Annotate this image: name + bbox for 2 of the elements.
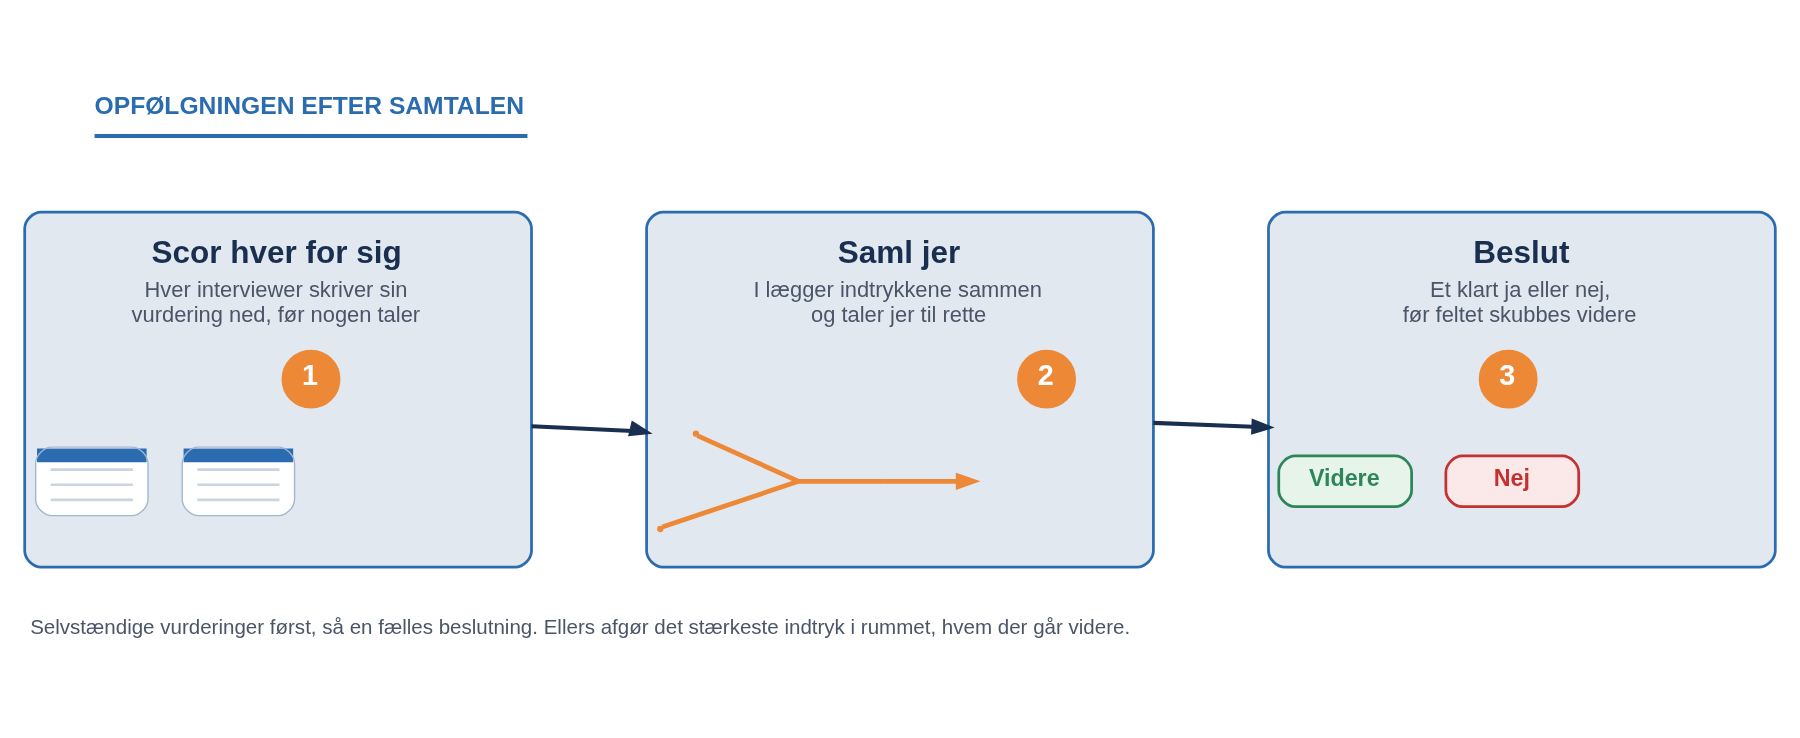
caption: Selvstændige vurderinger først, så en fælles beslutning. Ellers afgør det stærkeste indtryk i rummet, hvem der går videre. [30,615,1131,639]
diagram-title: OPFØLGNINGEN EFTER SAMTALEN [94,91,524,119]
